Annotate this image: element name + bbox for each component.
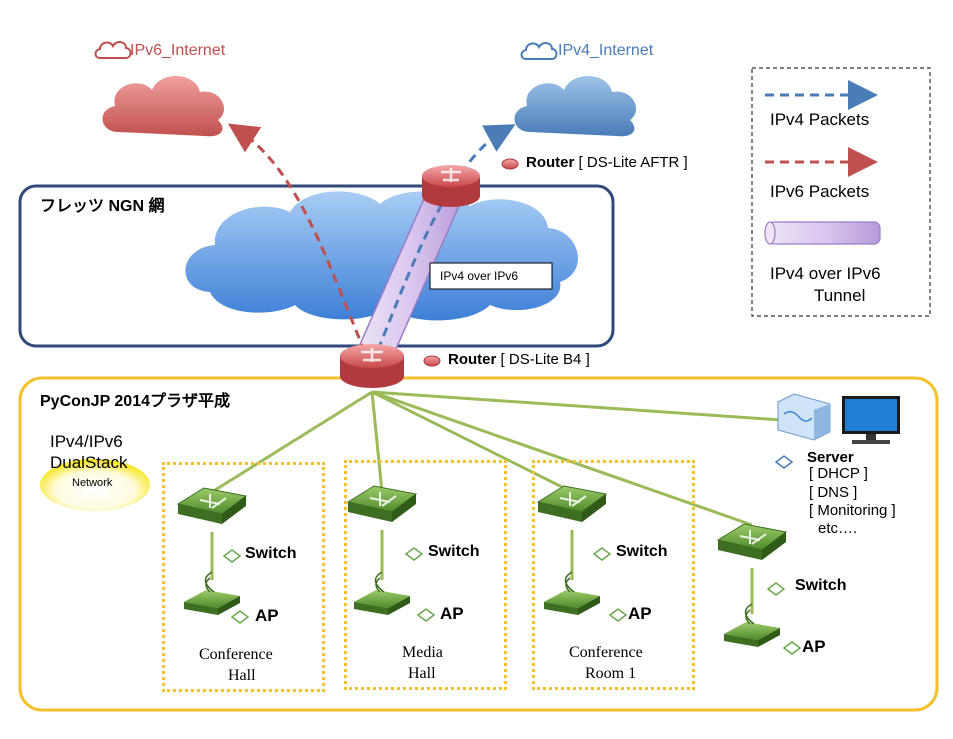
- tunnel-label-box: [429, 262, 553, 290]
- room-name-line2: Hall: [228, 667, 256, 684]
- ap-label: AP: [802, 637, 826, 656]
- switch-label: Switch: [245, 545, 297, 562]
- bracket-open: [: [496, 351, 509, 368]
- router-b4: [340, 344, 404, 388]
- bracket-open: [: [574, 154, 587, 171]
- router-aftr-name: Router: [526, 154, 575, 171]
- ipv4-internet-label: IPv4_Internet: [558, 42, 654, 59]
- bracket-close: ]: [679, 154, 688, 171]
- ap-label: AP: [255, 606, 279, 625]
- dualstack-line1: IPv4/IPv6: [50, 432, 123, 451]
- room-name-line2: Room 1: [585, 665, 637, 682]
- ipv4-packet-arrow: [376, 124, 516, 351]
- server-label: Server: [807, 449, 854, 466]
- legend-tunnel-line2: Tunnel: [814, 286, 866, 305]
- ipv4-internet-cloud: [514, 75, 637, 137]
- room-name-line1: Conference: [199, 646, 273, 663]
- dualstack-line2: DualStack: [50, 453, 128, 472]
- router-b4-bullet-icon: [423, 355, 441, 367]
- server-service-dhcp-text: DHCP: [817, 465, 860, 482]
- ipv6-internet-label: IPv6_Internet: [130, 42, 226, 59]
- server-service-dns-text: DNS: [817, 484, 850, 501]
- legend-ipv6-label: IPv6 Packets: [770, 182, 870, 201]
- router-b4-label: Router [ DS-Lite B4 ]: [448, 351, 590, 368]
- server-service-dhcp: [ DHCP ]: [809, 465, 868, 482]
- room-name-line1: Conference: [569, 644, 643, 661]
- ipv6-cloud-outline-icon: [94, 41, 132, 59]
- server-service-dns: [ DNS ]: [809, 484, 858, 501]
- ap-label: AP: [440, 604, 464, 623]
- ngn-label: フレッツ NGN 網: [40, 198, 165, 215]
- server-service-monitoring: [ Monitoring ]: [809, 502, 896, 519]
- bullet-tags: [222, 455, 802, 655]
- switch-label: Switch: [616, 543, 668, 560]
- router-aftr-label: Router [ DS-Lite AFTR ]: [526, 154, 688, 171]
- router-aftr-role: DS-Lite AFTR: [586, 154, 680, 171]
- switch-icon: [716, 523, 788, 560]
- server-service-monitoring-text: Monitoring: [817, 502, 888, 519]
- legend-tunnel-icon: [764, 221, 881, 245]
- ipv6-internet-cloud: [102, 75, 225, 137]
- router-aftr-bullet-icon: [501, 158, 519, 170]
- ipv6-packet-arrow: [227, 123, 367, 353]
- ipv4-cloud-outline-icon: [520, 42, 558, 60]
- legend-box: [751, 67, 931, 317]
- switch-icon: [176, 487, 248, 524]
- room-name-line1: Media: [402, 644, 443, 661]
- room-name-line2: Hall: [408, 665, 436, 682]
- access-point-icon: [354, 571, 410, 615]
- room-box-media-hall: [344, 460, 507, 690]
- room-box-conference-hall: [162, 462, 325, 692]
- room-box-conference-room-1: [532, 460, 695, 690]
- lan-links: [210, 390, 783, 614]
- legend-ipv4-label: IPv4 Packets: [770, 110, 870, 129]
- switch-label: Switch: [428, 543, 480, 560]
- server-icon: [777, 393, 831, 441]
- router-b4-name: Router: [448, 351, 497, 368]
- switch-icon: [536, 485, 608, 522]
- router-aftr: [422, 165, 480, 207]
- access-point-icon: [544, 571, 600, 615]
- venue-label: PyConJP 2014プラザ平成: [40, 393, 230, 410]
- access-point-icon: [724, 603, 780, 647]
- monitor-icon: [842, 396, 900, 444]
- switch-icon: [346, 485, 418, 522]
- dualstack-line3: Network: [72, 477, 113, 489]
- tunnel-label: IPv4 over IPv6: [440, 269, 519, 283]
- access-point-icon: [184, 571, 240, 615]
- bracket-close: ]: [581, 351, 590, 368]
- router-b4-role: DS-Lite B4: [508, 351, 582, 368]
- ap-label: AP: [628, 604, 652, 623]
- dualstack-swoosh: [40, 459, 150, 511]
- venue-network-box: [18, 376, 939, 712]
- server-more: etc….: [818, 520, 858, 537]
- switch-label: Switch: [795, 577, 847, 594]
- legend-tunnel-line1: IPv4 over IPv6: [770, 264, 881, 283]
